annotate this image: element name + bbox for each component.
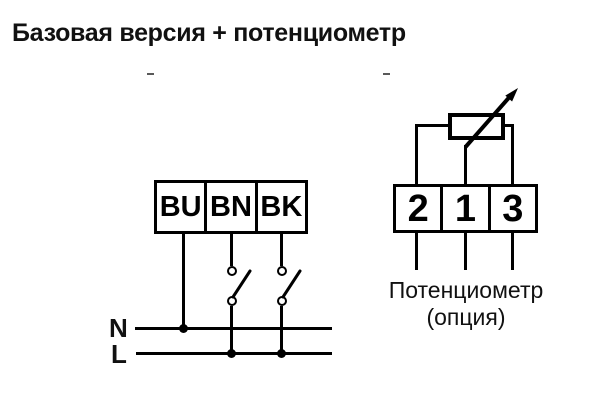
- terminal-cell-bk: BK: [254, 183, 305, 231]
- wire-pot-right-vertical: [511, 124, 514, 184]
- switch-bn-contact-lower-icon: [227, 296, 237, 306]
- wire-pot-left-horizontal: [415, 124, 452, 127]
- junction-dot-bn-line: [227, 349, 236, 358]
- potentiometer-caption: Потенциометр (опция): [371, 277, 561, 331]
- line-wire-label: L: [111, 339, 127, 369]
- stub-terminal-1: [464, 233, 467, 270]
- potentiometer-arrow-head-icon: [505, 88, 518, 102]
- wire-bn-upper: [230, 234, 233, 266]
- junction-dot-bk-line: [277, 349, 286, 358]
- potentiometer-caption-line1: Потенциометр: [388, 277, 544, 303]
- wire-bk-upper: [280, 234, 283, 266]
- switch-bn-blade-icon: [231, 269, 252, 299]
- wire-bu-to-neutral: [182, 234, 185, 330]
- terminal-cell-1: 1: [440, 187, 487, 230]
- switch-bk-blade-icon: [281, 269, 302, 299]
- wire-pot-left-vertical: [415, 124, 418, 184]
- stub-terminal-2: [415, 233, 418, 270]
- terminal-cell-bu: BU: [159, 190, 202, 223]
- junction-dot-bu-neutral: [179, 324, 188, 333]
- neutral-bus-line: [135, 327, 332, 330]
- terminal-block-device: BU BN BK: [154, 180, 308, 234]
- wire-bn-lower: [230, 306, 233, 355]
- wire-bk-lower: [280, 306, 283, 355]
- potentiometer-resistor-symbol: [448, 113, 505, 140]
- switch-bn-contact-upper-icon: [227, 266, 237, 276]
- terminal-block-potentiometer: 2 1 3: [393, 184, 538, 233]
- page-title: Базовая версия + потенциометр: [12, 19, 406, 47]
- terminal-cell-2: 2: [407, 187, 429, 230]
- artifact-dash: [147, 73, 154, 75]
- switch-bk-contact-upper-icon: [277, 266, 287, 276]
- neutral-wire-label: N: [109, 313, 128, 343]
- terminal-cell-3: 3: [487, 187, 535, 230]
- stub-terminal-3: [511, 233, 514, 270]
- switch-bk-contact-lower-icon: [277, 296, 287, 306]
- wire-pot-wiper-vertical: [464, 145, 467, 184]
- artifact-dash: [383, 73, 390, 75]
- potentiometer-caption-line2: (опция): [426, 304, 506, 330]
- terminal-cell-bn: BN: [204, 183, 254, 231]
